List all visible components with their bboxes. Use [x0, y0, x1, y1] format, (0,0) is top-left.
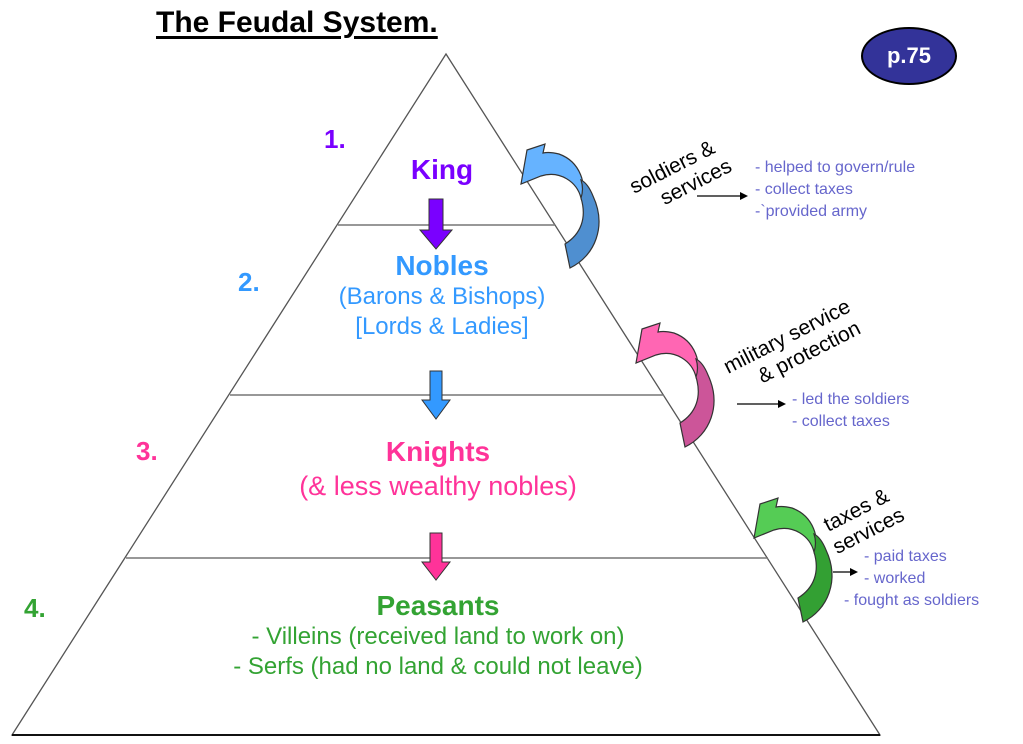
level-nobles-sub-1: (Barons & Bishops): [338, 283, 546, 310]
curved-arrow-knights-to-nobles: [635, 322, 715, 448]
duty-item: -`provided army: [755, 203, 868, 220]
duty-item: - worked: [864, 570, 926, 587]
page-number-text: p.75: [886, 43, 932, 68]
level-nobles-name: Nobles: [395, 250, 489, 281]
duty-item: - collect taxes: [792, 413, 890, 430]
level-nobles: Nobles (Barons & Bishops) [Lords & Ladie…: [339, 250, 546, 342]
pointer-arrow-3: [833, 568, 858, 576]
pointer-arrow-2: [737, 400, 786, 408]
duty-item: - fought as soldiers: [844, 592, 980, 609]
level-peasants-sub-1: - Villeins (received land to work on): [251, 623, 625, 650]
down-arrow-knights-to-peasants: [420, 532, 452, 581]
duty-item: - paid taxes: [864, 548, 947, 565]
pointer-arrow-1: [697, 192, 748, 200]
duty-item: - collect taxes: [755, 181, 853, 198]
level-number-4: 4.: [24, 593, 46, 623]
duties-list-2: - led the soldiers - collect taxes: [792, 389, 909, 433]
down-arrow-king-to-nobles: [418, 198, 454, 250]
level-knights-sub-1: (& less wealthy nobles): [299, 471, 577, 501]
level-knights-name: Knights: [385, 436, 491, 467]
level-number-3: 3.: [136, 436, 158, 466]
level-number-2: 2.: [238, 267, 260, 297]
level-knights: Knights (& less wealthy nobles): [299, 436, 577, 504]
level-nobles-sub-2: [Lords & Ladies]: [355, 313, 529, 340]
curved-arrow-peasants-to-knights: [753, 497, 833, 623]
level-number-1: 1.: [324, 124, 346, 154]
duties-list-1: - helped to govern/rule - collect taxes …: [755, 157, 915, 223]
level-peasants: Peasants - Villeins (received land to wo…: [233, 590, 643, 682]
level-king-name: King: [410, 154, 474, 185]
page-number-badge: p.75: [861, 27, 957, 85]
curved-arrow-nobles-to-king: [520, 143, 600, 269]
duties-list-3: - paid taxes - worked - fought as soldie…: [844, 546, 980, 612]
duty-item: - helped to govern/rule: [755, 159, 916, 176]
level-peasants-name: Peasants: [376, 590, 500, 621]
duty-item: - led the soldiers: [792, 391, 910, 408]
level-peasants-sub-2: - Serfs (had no land & could not leave): [233, 653, 643, 680]
down-arrow-nobles-to-knights: [421, 370, 451, 420]
page-title: The Feudal System.: [156, 6, 438, 39]
